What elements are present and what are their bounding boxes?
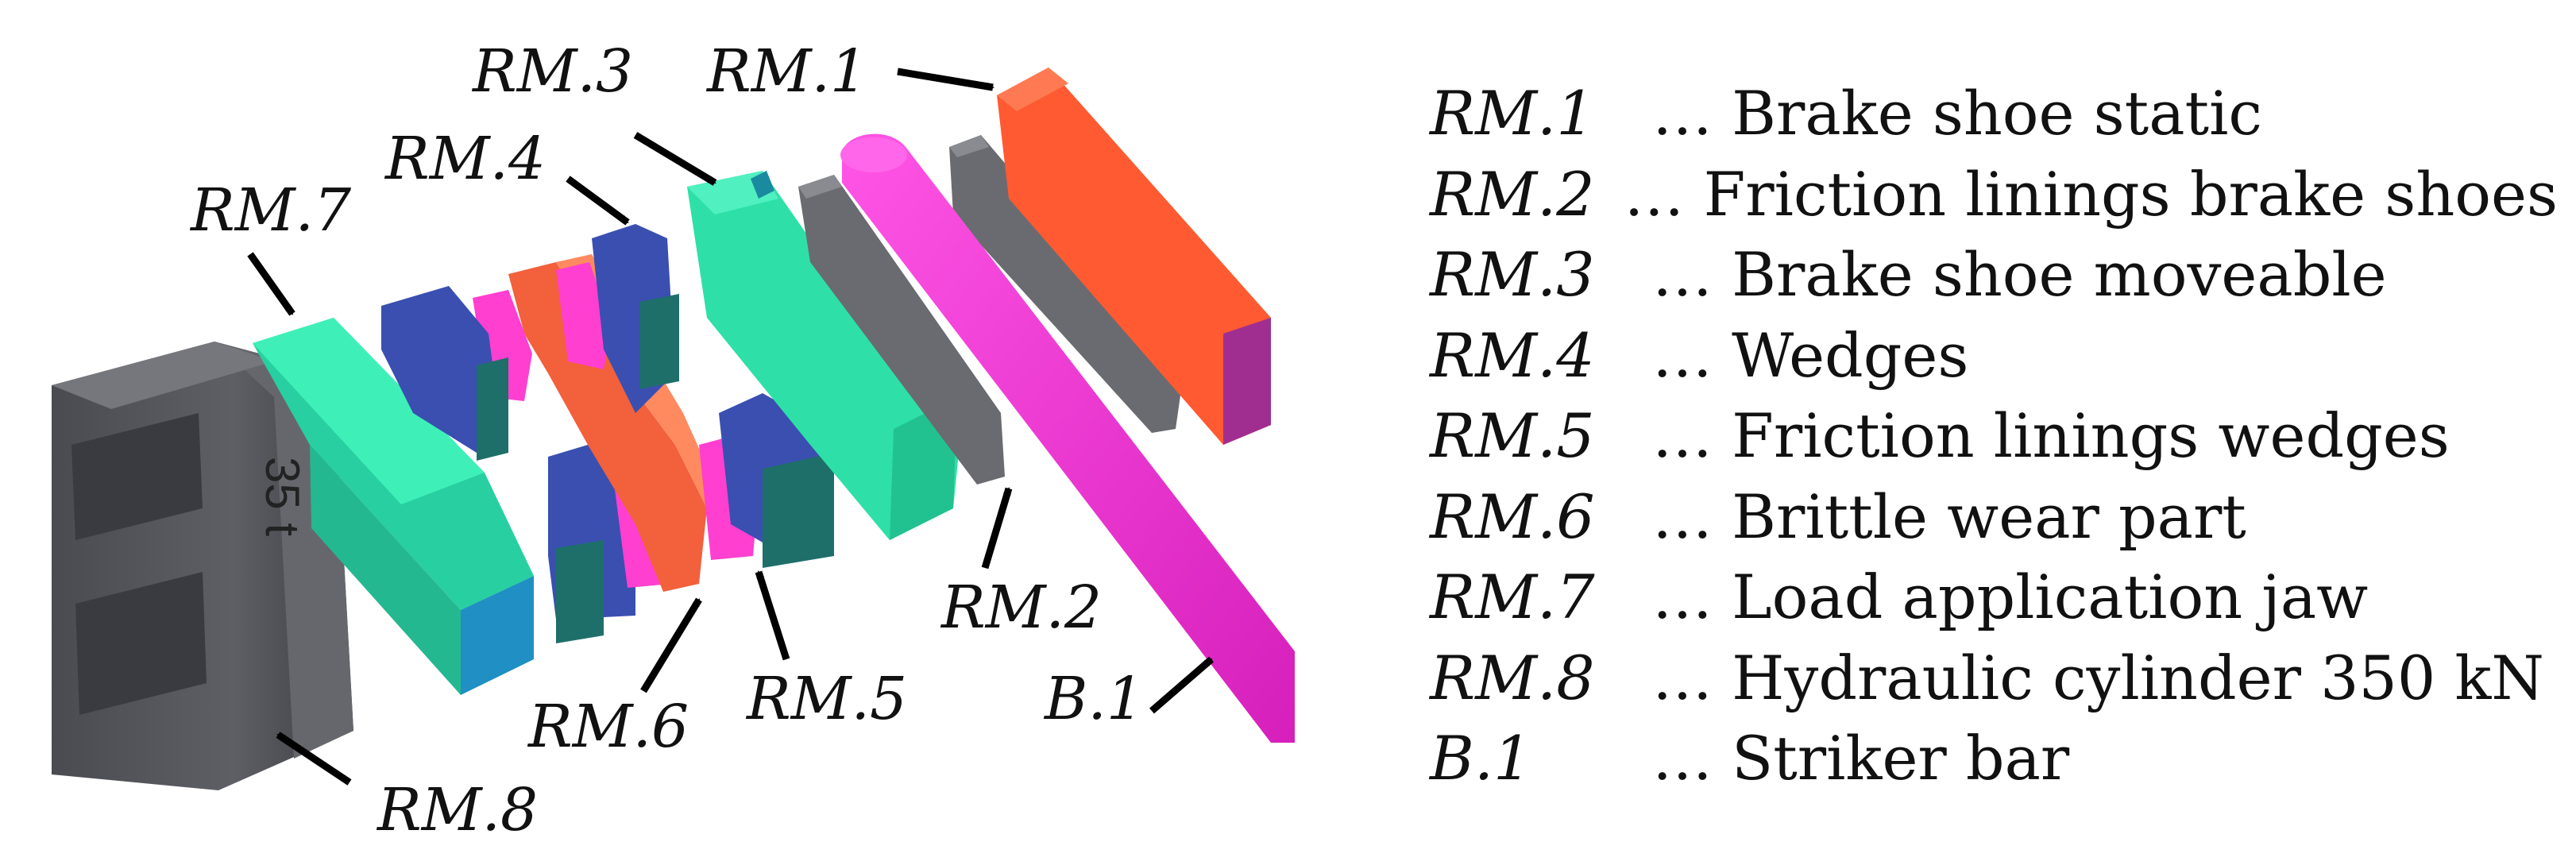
legend-row: RM.1 … Brake shoe static — [1430, 73, 2558, 154]
legend-code: RM.4 — [1430, 319, 1595, 391]
label-rm2: RM.2 — [940, 573, 1102, 642]
legend-desc: … Friction linings brake shoes — [1624, 158, 2558, 230]
legend-code: RM.7 — [1430, 562, 1595, 633]
legend-desc: … Brake shoe static — [1652, 78, 2262, 149]
legend-row: RM.2 … Friction linings brake shoes — [1430, 154, 2558, 235]
label-rm3: RM.3 — [471, 37, 633, 106]
legend-code: RM.2 — [1430, 158, 1595, 230]
legend-row: RM.3 … Brake shoe moveable — [1430, 234, 2558, 315]
callout-arrows — [247, 68, 1214, 786]
legend-desc: … Friction linings wedges — [1652, 400, 2450, 472]
label-rm1: RM.1 — [705, 37, 867, 106]
label-b1: B.1 — [1043, 665, 1144, 733]
legend-code: RM.5 — [1430, 400, 1595, 472]
label-rm7: RM.7 — [189, 176, 351, 245]
arrow-rm6 — [640, 597, 702, 693]
legend-code: RM.3 — [1430, 239, 1595, 311]
legend-code: B.1 — [1430, 723, 1532, 794]
wedge-upper-left — [381, 286, 508, 461]
arrow-rm8 — [276, 732, 352, 786]
striker-bar — [840, 133, 1295, 743]
legend-code: RM.6 — [1430, 481, 1595, 552]
legend-desc: … Brake shoe moveable — [1652, 239, 2387, 311]
legend-code: RM.1 — [1430, 78, 1595, 149]
callout-labels: RM.1 RM.3 RM.4 RM.7 RM.2 RM.6 RM.5 RM.8 … — [189, 37, 1144, 844]
legend-desc: … Brittle wear part — [1652, 481, 2246, 552]
friction-lining-static — [949, 135, 1184, 433]
arrow-rm5 — [755, 570, 790, 661]
label-rm4: RM.4 — [384, 125, 546, 193]
legend-row: RM.8 … Hydraulic cylinder 350 kN — [1430, 638, 2558, 719]
label-rm6: RM.6 — [527, 693, 689, 761]
legend-row: RM.7 … Load application jaw — [1430, 557, 2558, 638]
label-rm8: RM.8 — [376, 776, 538, 844]
cylinder-marking: 35 t — [256, 457, 309, 536]
legend: RM.1 … Brake shoe static RM.2 … Friction l… — [1430, 73, 2558, 799]
arrow-rm7 — [247, 252, 295, 316]
friction-lining-moveable — [798, 175, 1005, 485]
legend-row: RM.4 … Wedges — [1430, 315, 2558, 396]
wedge-upper-right — [592, 224, 679, 413]
legend-desc: … Striker bar — [1652, 723, 2070, 794]
arrow-rm3 — [633, 132, 717, 186]
arrow-rm1 — [897, 68, 994, 91]
load-application-jaw — [253, 318, 534, 695]
label-rm5: RM.5 — [745, 665, 907, 733]
legend-desc: … Hydraulic cylinder 350 kN — [1652, 642, 2544, 713]
legend-row: B.1 … Striker bar — [1430, 718, 2558, 799]
arrow-b1 — [1149, 656, 1214, 714]
arrow-rm4 — [566, 176, 630, 226]
arrow-rm2 — [981, 487, 1013, 570]
legend-row: RM.5 … Friction linings wedges — [1430, 396, 2558, 477]
legend-code: RM.8 — [1430, 642, 1595, 713]
legend-desc: … Load application jaw — [1652, 562, 2369, 633]
legend-row: RM.6 … Brittle wear part — [1430, 477, 2558, 558]
wedge-lower-left — [548, 445, 635, 643]
legend-desc: … Wedges — [1652, 319, 1969, 391]
brake-shoe-static — [997, 68, 1271, 445]
